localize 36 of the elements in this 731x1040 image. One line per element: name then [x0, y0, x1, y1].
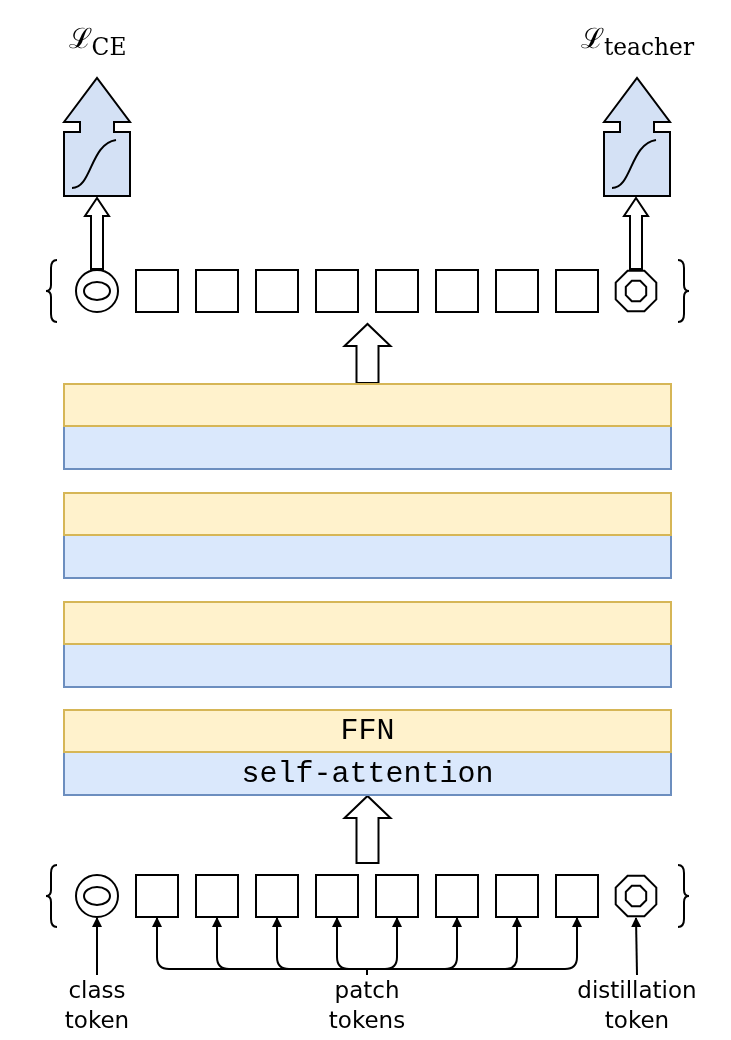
patch-token-square [435, 269, 479, 313]
block-arrow [622, 196, 650, 270]
patch-token-square [135, 269, 179, 313]
token-label: patch tokens [302, 975, 432, 1037]
patch-token-square [255, 269, 299, 313]
patch-token-square [195, 874, 239, 918]
ffn-layer-band [63, 492, 672, 536]
loss-label: ℒ$_{teacher}$ [580, 21, 695, 61]
block-arrow [342, 794, 393, 864]
arrow [631, 917, 642, 976]
attention-layer-band: self-attention [63, 753, 672, 796]
patch-token-square [375, 269, 419, 313]
patch-token-square [555, 874, 599, 918]
arrow [92, 917, 102, 976]
patch-token-square [195, 269, 239, 313]
block-arrow [83, 196, 111, 270]
attention-layer-band [63, 645, 672, 688]
patch-token-square [555, 269, 599, 313]
arrow [366, 917, 582, 976]
patch-token-square [315, 874, 359, 918]
patch-token-square [495, 874, 539, 918]
patch-token-square [135, 874, 179, 918]
patch-token-square [435, 874, 479, 918]
ffn-layer-band [63, 383, 672, 427]
ffn-layer-band: FFN [63, 709, 672, 753]
loss-label: ℒ$_{CE}$ [68, 21, 127, 61]
ffn-layer-band [63, 601, 672, 645]
token-label: class token [47, 975, 147, 1037]
patch-token-square [375, 874, 419, 918]
patch-token-square [255, 874, 299, 918]
token-label: distillation token [557, 975, 717, 1037]
block-arrow [342, 322, 393, 384]
attention-layer-band [63, 427, 672, 470]
attention-layer-band [63, 536, 672, 579]
patch-token-square [315, 269, 359, 313]
patch-token-square [495, 269, 539, 313]
